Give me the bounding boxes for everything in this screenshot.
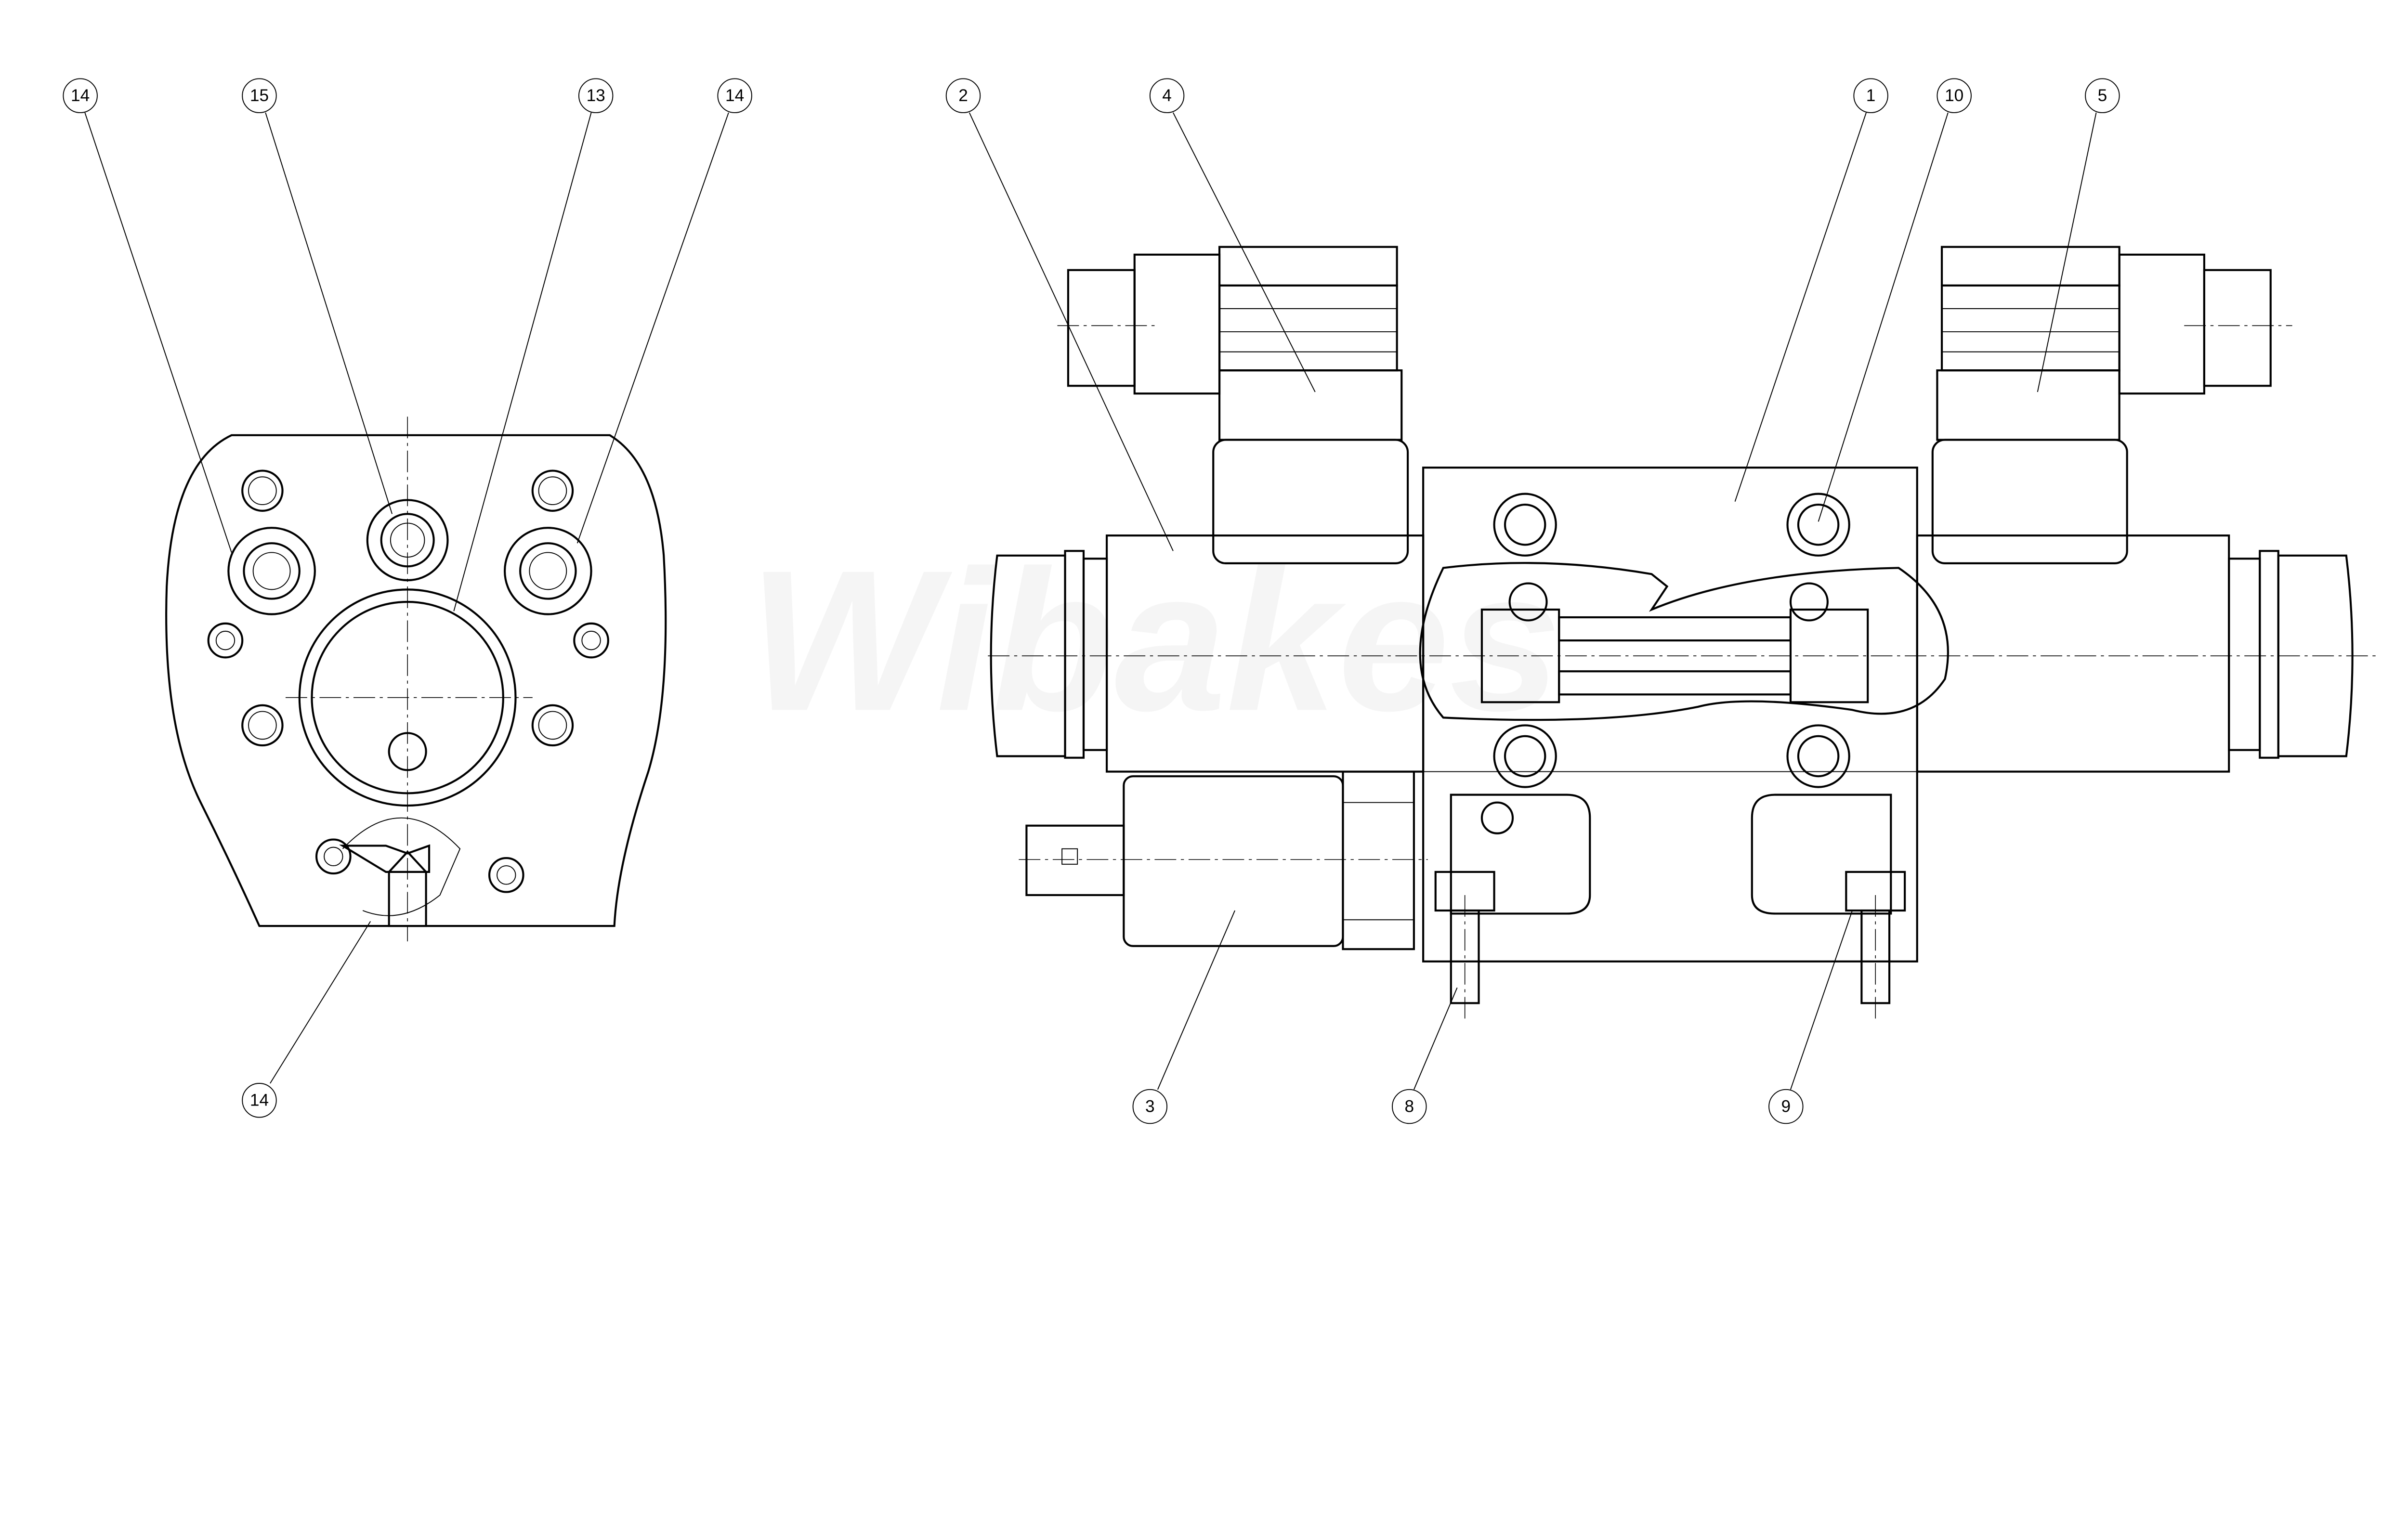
balloon-15: 15	[242, 78, 277, 113]
svg-text:10: 10	[1945, 86, 1963, 105]
balloon-4: 4	[1149, 78, 1185, 113]
balloon-5: 5	[2085, 78, 2120, 113]
balloon-14-c: 14	[242, 1083, 277, 1118]
balloon-2: 2	[945, 78, 981, 113]
balloon-3: 3	[1132, 1089, 1168, 1124]
svg-text:14: 14	[71, 86, 90, 105]
leader-lines	[84, 112, 2097, 1090]
svg-text:14: 14	[725, 86, 744, 105]
balloon-14-b: 14	[717, 78, 752, 113]
svg-text:14: 14	[250, 1091, 269, 1110]
side-view	[988, 246, 2377, 1019]
balloon-10: 10	[1937, 78, 1972, 113]
end-view	[165, 416, 667, 942]
svg-text:15: 15	[250, 86, 269, 105]
svg-text:3: 3	[1145, 1097, 1155, 1116]
balloon-13: 13	[578, 78, 614, 113]
svg-text:13: 13	[587, 86, 605, 105]
svg-text:1: 1	[1866, 86, 1876, 105]
balloon-1: 1	[1853, 78, 1888, 113]
balloon-9: 9	[1768, 1089, 1804, 1124]
svg-text:9: 9	[1781, 1097, 1791, 1116]
balloon-8: 8	[1392, 1089, 1427, 1124]
watermark: Wibakes	[748, 529, 1561, 753]
svg-text:8: 8	[1404, 1097, 1414, 1116]
svg-text:4: 4	[1162, 86, 1172, 105]
technical-drawing: Wibakes	[63, 78, 2377, 1124]
svg-text:5: 5	[2098, 86, 2107, 105]
svg-text:2: 2	[958, 86, 968, 105]
balloon-14-a: 14	[63, 78, 98, 113]
